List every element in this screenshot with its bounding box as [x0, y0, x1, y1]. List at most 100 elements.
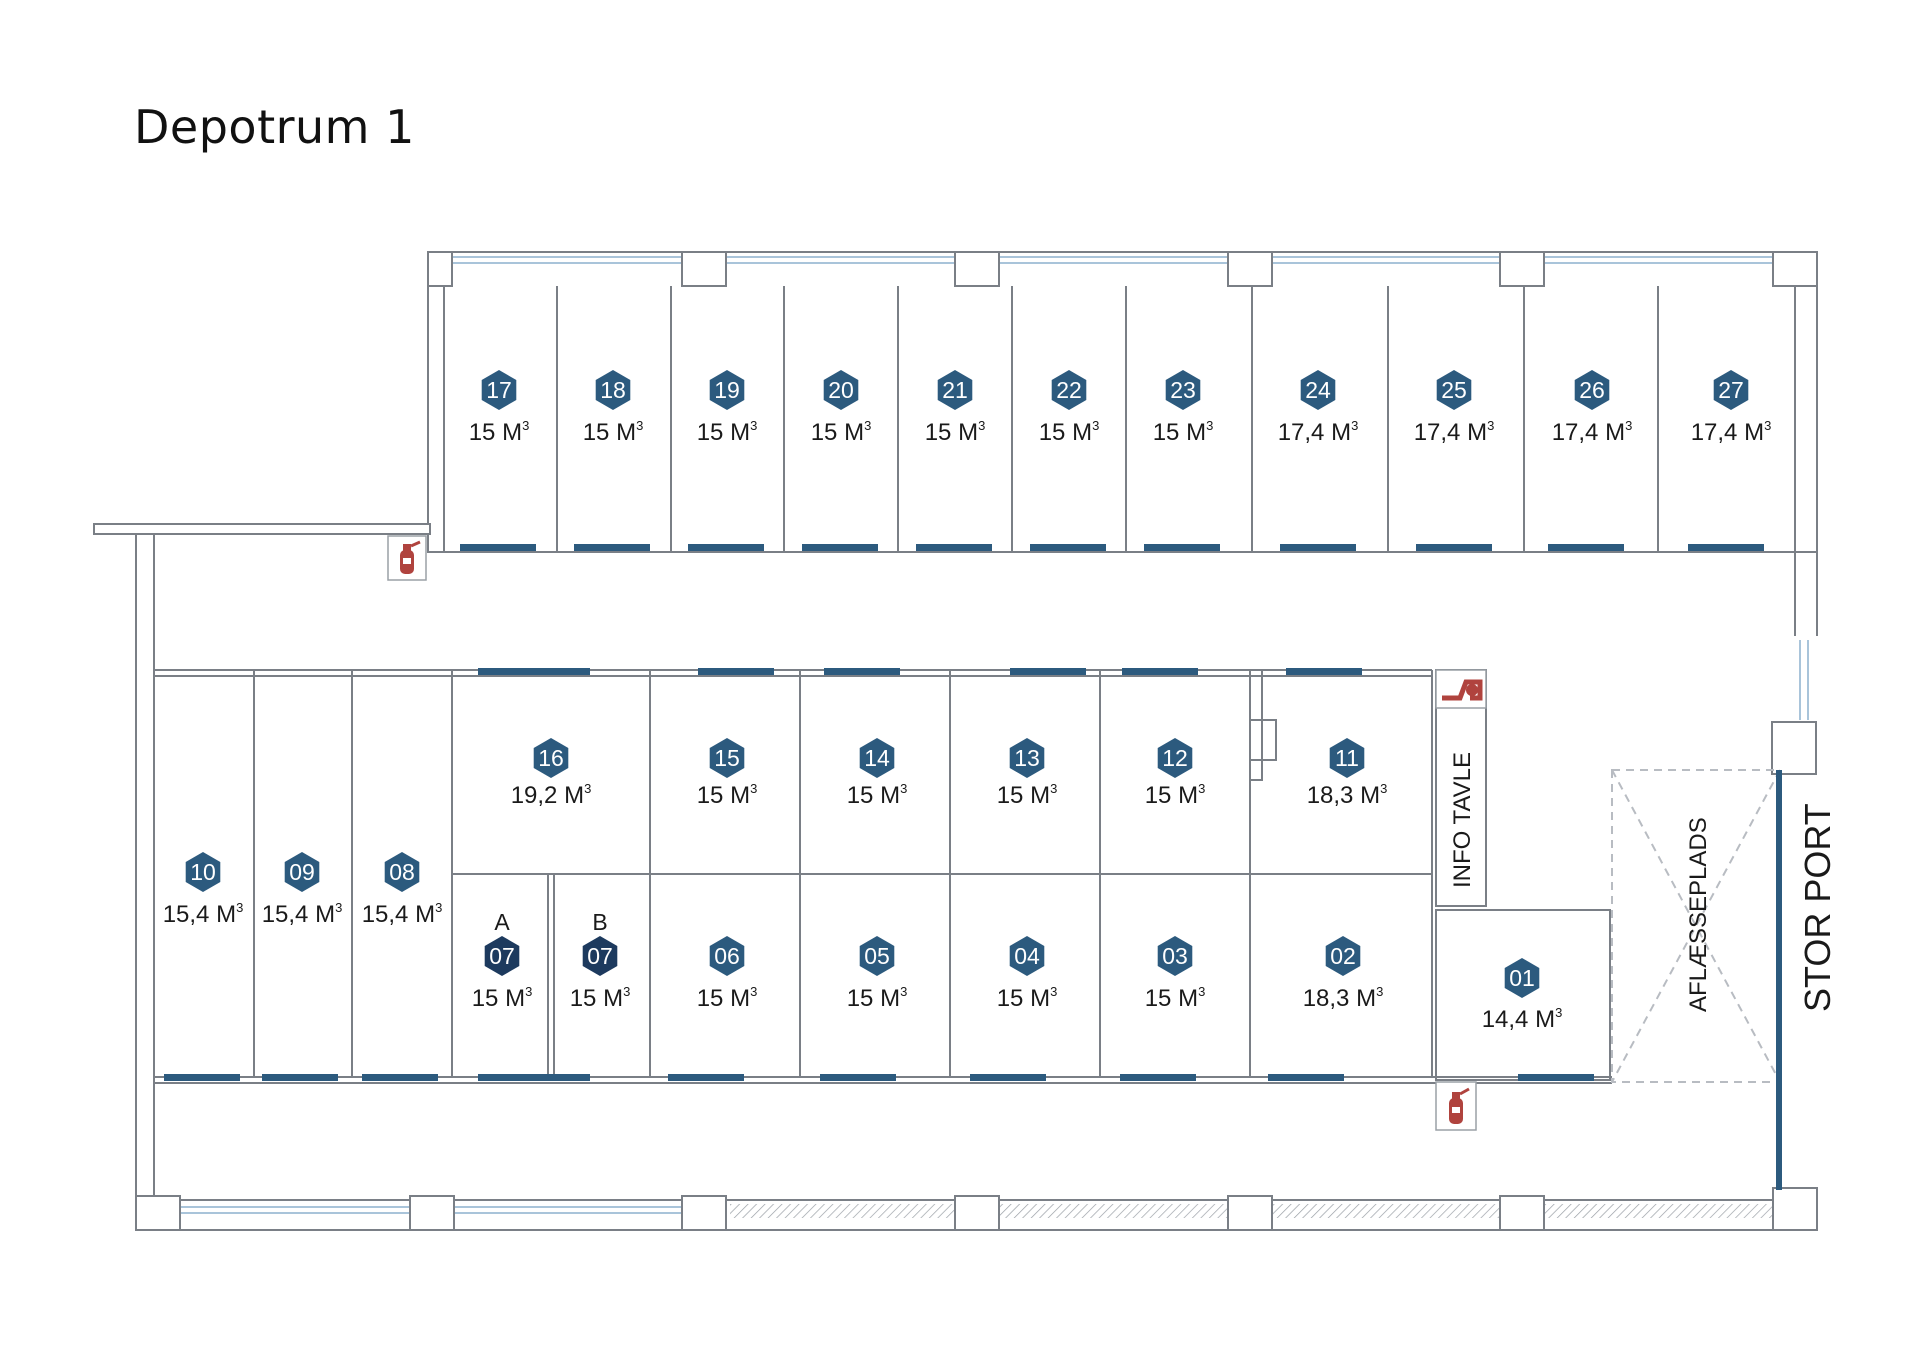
unit-size: 15,4 M3 — [262, 900, 343, 928]
unit-badge — [1165, 370, 1201, 410]
unit-number: 24 — [1305, 377, 1331, 403]
unit-size: 17,4 M3 — [1552, 418, 1633, 446]
storage-unit-12[interactable]: 12 15 M3 — [1145, 738, 1206, 809]
unit-number: 07 — [587, 943, 613, 969]
unit-badge — [709, 936, 745, 976]
door-strips — [164, 544, 1764, 1081]
unit-size: 15 M3 — [697, 984, 758, 1012]
unit-badge — [481, 370, 517, 410]
unit-badge — [709, 738, 745, 778]
unit-size: 17,4 M3 — [1278, 418, 1359, 446]
unit-size: 15 M3 — [847, 984, 908, 1012]
unit-number: 02 — [1330, 943, 1356, 969]
storage-unit-06[interactable]: 06 15 M3 — [697, 936, 758, 1012]
unit-number: 03 — [1162, 943, 1188, 969]
unit-badge — [284, 852, 320, 892]
unit-badge — [533, 738, 569, 778]
unit-number: 13 — [1014, 745, 1040, 771]
unit-number: 26 — [1579, 377, 1605, 403]
unit-badge — [1157, 936, 1193, 976]
unit-badge — [937, 370, 973, 410]
unit-badge — [1009, 738, 1045, 778]
unit-number: 14 — [864, 745, 890, 771]
unit-letter: A — [494, 909, 510, 935]
unit-number: 22 — [1056, 377, 1082, 403]
storage-unit-15[interactable]: 15 15 M3 — [697, 738, 758, 809]
unit-badge — [859, 936, 895, 976]
unit-size: 15 M3 — [469, 418, 530, 446]
unit-size: 15 M3 — [583, 418, 644, 446]
partition-walls — [253, 286, 1659, 1077]
unit-size: 15 M3 — [1145, 781, 1206, 809]
unit-size: 15 M3 — [697, 781, 758, 809]
storage-unit-13[interactable]: 13 15 M3 — [997, 738, 1058, 809]
unit-size: 15,4 M3 — [362, 900, 443, 928]
unit-number: 27 — [1718, 377, 1744, 403]
storage-unit-09[interactable]: 09 15,4 M3 — [262, 852, 343, 928]
unit-number: 18 — [600, 377, 626, 403]
unit-number: 08 — [389, 859, 415, 885]
unit-size: 15 M3 — [997, 781, 1058, 809]
unit-badge — [1009, 936, 1045, 976]
storage-unit-25[interactable]: 25 17,4 M3 — [1414, 370, 1495, 446]
storage-unit-18[interactable]: 18 15 M3 — [583, 370, 644, 446]
unit-number: 06 — [714, 943, 740, 969]
unit-number: 17 — [486, 377, 512, 403]
unit-badge — [582, 936, 618, 976]
unit-size: 17,4 M3 — [1414, 418, 1495, 446]
storage-unit-03[interactable]: 03 15 M3 — [1145, 936, 1206, 1012]
unit-number: 25 — [1441, 377, 1467, 403]
storage-unit-24[interactable]: 24 17,4 M3 — [1278, 370, 1359, 446]
unit-size: 15 M3 — [1039, 418, 1100, 446]
unit-size: 17,4 M3 — [1691, 418, 1772, 446]
storage-unit-20[interactable]: 20 15 M3 — [811, 370, 872, 446]
unit-number: 05 — [864, 943, 890, 969]
big-gate — [1776, 770, 1782, 1190]
storage-unit-26[interactable]: 26 17,4 M3 — [1552, 370, 1633, 446]
unit-number: 10 — [190, 859, 216, 885]
unit-number: 16 — [538, 745, 564, 771]
unit-badge — [595, 370, 631, 410]
unit-size: 15 M3 — [925, 418, 986, 446]
storage-unit-17[interactable]: 17 15 M3 — [469, 370, 530, 446]
unit-number: 12 — [1162, 745, 1188, 771]
unit-badge — [823, 370, 859, 410]
unit-letter: B — [592, 909, 607, 935]
storage-unit-22[interactable]: 22 15 M3 — [1039, 370, 1100, 446]
unit-number: 15 — [714, 745, 740, 771]
unit-size: 15 M3 — [997, 984, 1058, 1012]
electrical-panel-icon — [1435, 669, 1487, 709]
unit-size: 15 M3 — [811, 418, 872, 446]
unit-number: 09 — [289, 859, 315, 885]
unit-number: 07 — [489, 943, 515, 969]
unit-number: 20 — [828, 377, 854, 403]
unloading-area-label: AFLÆSSEPLADS — [1685, 817, 1712, 1012]
storage-unit-27[interactable]: 27 17,4 M3 — [1691, 370, 1772, 446]
unit-number: 11 — [1335, 745, 1359, 771]
unit-badge — [1300, 370, 1336, 410]
unit-size: 15,4 M3 — [163, 900, 244, 928]
unit-badge — [1157, 738, 1193, 778]
storage-unit-05[interactable]: 05 15 M3 — [847, 936, 908, 1012]
storage-unit-10[interactable]: 10 15,4 M3 — [163, 852, 244, 928]
storage-unit-08[interactable]: 08 15,4 M3 — [362, 852, 443, 928]
unit-badge — [1325, 936, 1361, 976]
unit-size: 15 M3 — [1145, 984, 1206, 1012]
unit-badge — [484, 936, 520, 976]
unit-badge — [1051, 370, 1087, 410]
big-gate-label: STOR PORT — [1797, 803, 1838, 1012]
unit-number: 19 — [714, 377, 740, 403]
